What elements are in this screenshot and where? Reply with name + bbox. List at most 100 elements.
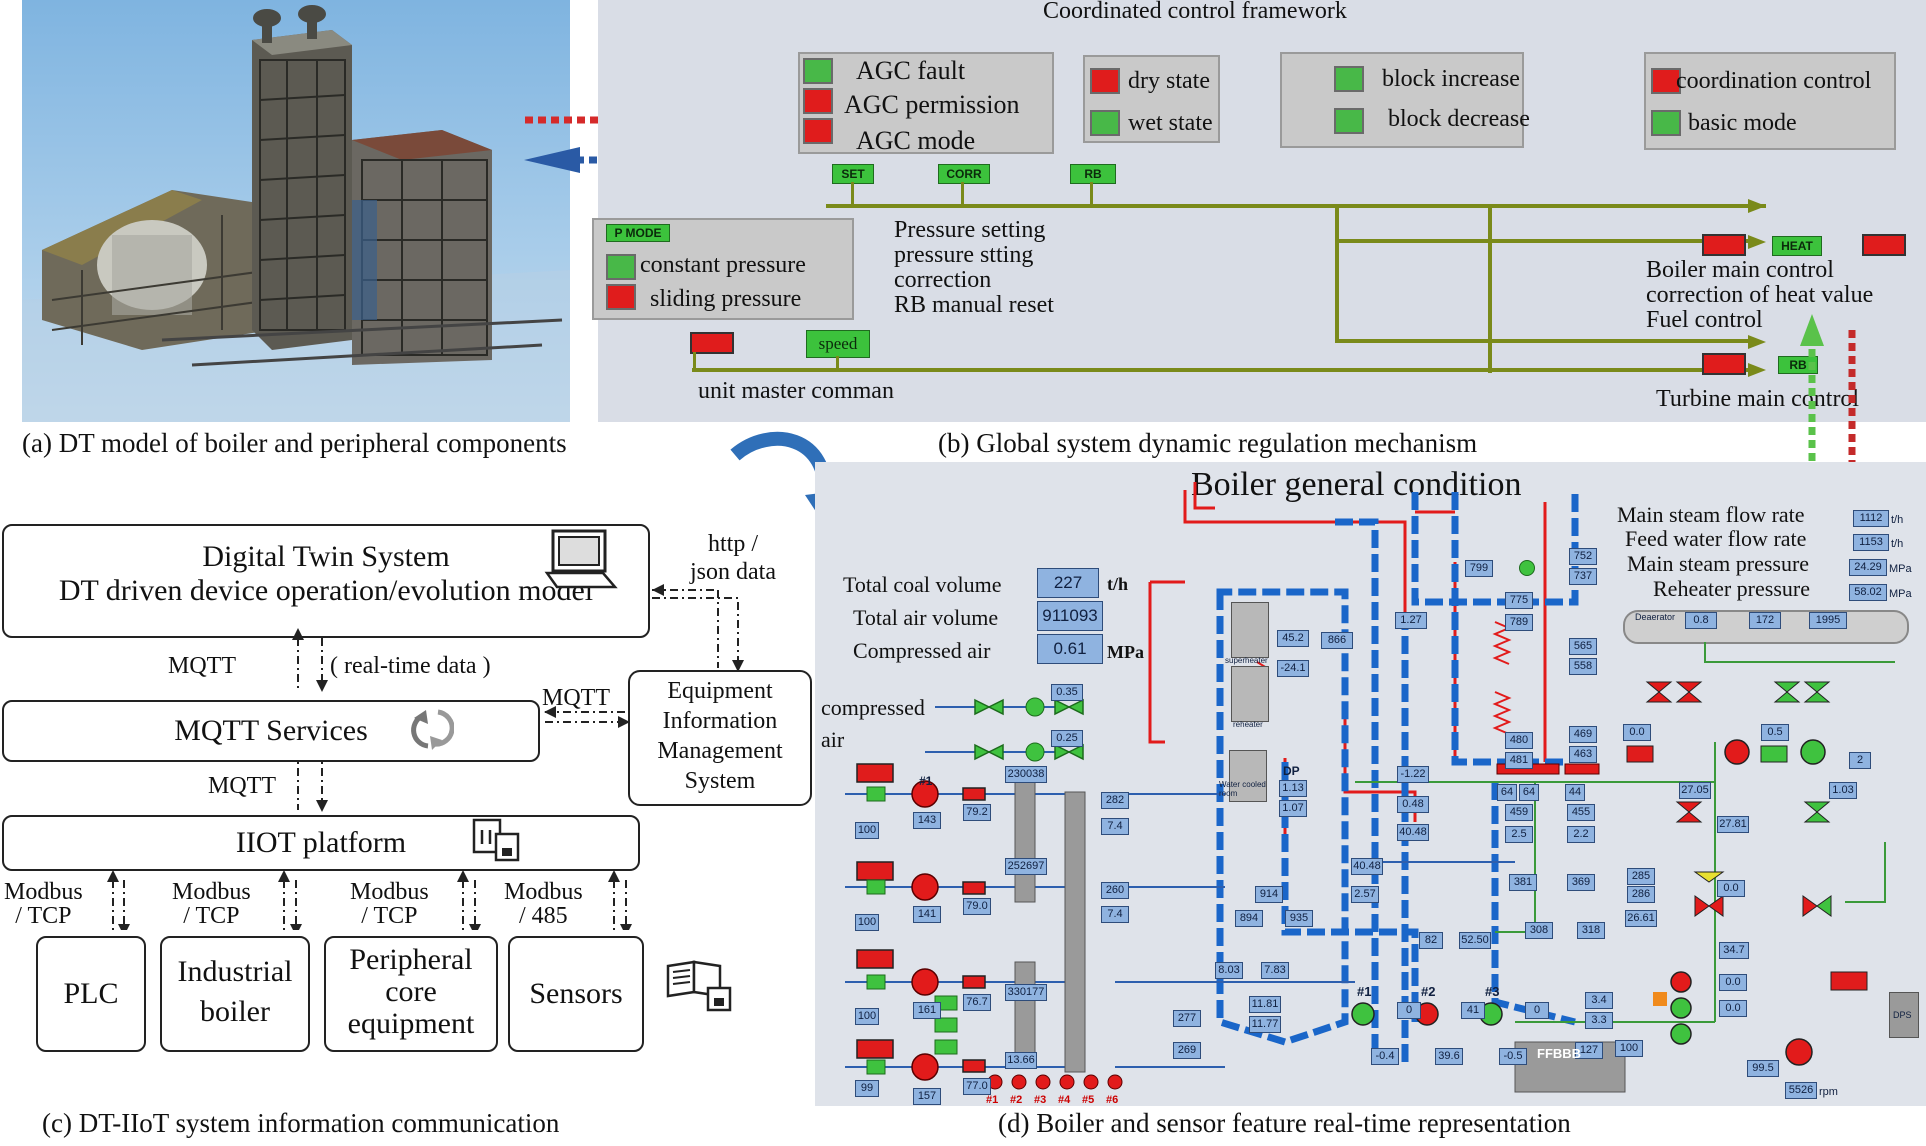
turbine-red-tag[interactable] bbox=[1702, 353, 1746, 375]
boiler-red-tag-left[interactable] bbox=[1702, 234, 1746, 256]
agc-mode-indicator[interactable] bbox=[803, 118, 833, 144]
pressure-stting-line: pressure stting bbox=[894, 242, 1034, 268]
compressed-air-value: 0.61 bbox=[1037, 634, 1103, 664]
dp-value-2: 1.07 bbox=[1279, 800, 1307, 817]
sensor-286: 286 bbox=[1627, 886, 1655, 903]
constant-pressure-indicator[interactable] bbox=[606, 254, 636, 280]
feedpump-c-value: 0.5 bbox=[1761, 724, 1789, 741]
sensor-7-4-a: 7.4 bbox=[1101, 818, 1129, 835]
caption-a: (a) DT model of boiler and peripheral co… bbox=[22, 428, 567, 458]
deaerator-level: 1995 bbox=[1809, 612, 1847, 629]
dry-state-indicator[interactable] bbox=[1090, 68, 1120, 94]
panel-c-connectors bbox=[107, 584, 744, 930]
unit-master-red-tag[interactable] bbox=[690, 332, 734, 354]
boiler-control-text: Boiler main control correction of heat v… bbox=[1646, 258, 1873, 333]
block-decrease-label: block decrease bbox=[1388, 106, 1530, 132]
protocol-plc-line-2: / TCP bbox=[15, 903, 72, 929]
sensor-40-48-b: 40.48 bbox=[1351, 858, 1383, 875]
computer-icon bbox=[544, 529, 618, 589]
mill-2-opening: 79.0 bbox=[963, 898, 991, 915]
mill-4-opening: 77.0 bbox=[963, 1078, 991, 1095]
fan-speed-unit: rpm bbox=[1819, 1086, 1838, 1098]
caption-b: (b) Global system dynamic regulation mec… bbox=[938, 428, 1478, 458]
caption-c: (c) DT-IIoT system information communica… bbox=[42, 1108, 560, 1138]
burner-3-label: #3 bbox=[1034, 1094, 1047, 1106]
set-stub bbox=[851, 182, 854, 204]
constant-pressure-label: constant pressure bbox=[640, 252, 806, 278]
sync-icon bbox=[411, 709, 454, 750]
basic-mode-indicator[interactable] bbox=[1651, 110, 1681, 136]
rb-stub bbox=[1090, 182, 1093, 204]
sensor-230038: 230038 bbox=[1005, 766, 1047, 783]
sensor-2-2: 2.2 bbox=[1567, 826, 1595, 843]
sensor-455: 455 bbox=[1567, 804, 1595, 821]
sensor-285: 285 bbox=[1627, 868, 1655, 885]
signal-line-boiler bbox=[1335, 239, 1755, 243]
feed-water-flow-label: Feed water flow rate bbox=[1625, 526, 1807, 551]
coordination-control-label: coordination control bbox=[1676, 68, 1872, 94]
furnace-pressure: 1.27 bbox=[1395, 612, 1427, 629]
sensor-2-57: 2.57 bbox=[1351, 886, 1379, 903]
deaerator-temp: 172 bbox=[1749, 612, 1781, 629]
total-coal-value: 227 bbox=[1037, 568, 1099, 598]
compressed-air-text: compressed air bbox=[821, 692, 925, 756]
rb-manual-reset-line: RB manual reset bbox=[894, 292, 1054, 318]
sensor-894: 894 bbox=[1235, 910, 1263, 927]
sensor-11-81: 11.81 bbox=[1249, 996, 1281, 1013]
superheater-block bbox=[1231, 602, 1269, 658]
sensor-914: 914 bbox=[1255, 886, 1283, 903]
deaerator-label: Deaerator bbox=[1635, 612, 1676, 622]
digital-twin-system-box: Digital Twin System DT driven device ope… bbox=[2, 524, 650, 638]
realtime-data-label: ( real-time data ) bbox=[330, 653, 491, 679]
reheater-pressure-label: Reheater pressure bbox=[1653, 576, 1810, 601]
mill-3-opening: 76.7 bbox=[963, 994, 991, 1011]
pmode-tag: P MODE bbox=[606, 224, 670, 242]
rb-tag: RB bbox=[1070, 164, 1116, 184]
sensor-64-b: 64 bbox=[1519, 784, 1539, 801]
correction-heat-line: correction of heat value bbox=[1646, 282, 1874, 308]
sensor-463: 463 bbox=[1569, 746, 1597, 763]
mqtt-services-box: MQTT Services bbox=[2, 700, 540, 762]
mill-3-current: 161 bbox=[913, 1002, 941, 1019]
pump-1-label: #1 bbox=[1357, 984, 1372, 999]
sensor-282: 282 bbox=[1101, 792, 1129, 809]
valve-opening-0: 0.0 bbox=[1717, 880, 1745, 897]
sliding-pressure-indicator[interactable] bbox=[606, 284, 636, 310]
feedpump-c-flow: 1.03 bbox=[1829, 782, 1857, 799]
eims-line-3: Management bbox=[657, 738, 783, 764]
agc-permission-label: AGC permission bbox=[844, 90, 1020, 119]
wet-state-indicator[interactable] bbox=[1090, 110, 1120, 136]
protocol-boiler-line-1: Modbus bbox=[172, 879, 251, 905]
basic-mode-label: basic mode bbox=[1688, 110, 1797, 136]
reheater-pressure-unit: MPa bbox=[1889, 588, 1912, 600]
agc-fault-indicator[interactable] bbox=[803, 58, 833, 84]
pump-2-label: #2 bbox=[1421, 984, 1436, 999]
pump-1-flow: -0.4 bbox=[1371, 1048, 1399, 1065]
protocol-plc-line-1: Modbus bbox=[4, 879, 83, 905]
mill-1-current: 143 bbox=[913, 812, 941, 829]
sensors-label: Sensors bbox=[529, 977, 623, 1010]
sensor-277: 277 bbox=[1173, 1010, 1201, 1027]
arrow-head-icon bbox=[1748, 199, 1766, 213]
burner-2-label: #2 bbox=[1010, 1094, 1023, 1106]
pump-2-flow: 39.6 bbox=[1435, 1048, 1463, 1065]
plc-box: PLC bbox=[36, 936, 146, 1052]
feedpump-a-value: 0.0 bbox=[1623, 724, 1651, 741]
water-cooled-room-block bbox=[1229, 750, 1267, 802]
water-cooled-label: Water cooled room bbox=[1219, 780, 1266, 798]
compressed-line: compressed bbox=[821, 695, 925, 720]
protocol-sensors: Modbus/ 485 bbox=[504, 880, 583, 928]
protocol-peripheral: Modbus/ TCP bbox=[350, 880, 429, 928]
block-increase-indicator[interactable] bbox=[1334, 66, 1364, 92]
sensor-481: 481 bbox=[1505, 752, 1533, 769]
block-decrease-indicator[interactable] bbox=[1334, 108, 1364, 134]
agc-permission-indicator[interactable] bbox=[803, 88, 833, 114]
coordination-control-indicator[interactable] bbox=[1651, 68, 1681, 94]
sensor-318: 318 bbox=[1577, 922, 1605, 939]
main-steam-pressure-value: 24.29 bbox=[1849, 559, 1887, 576]
wet-state-label: wet state bbox=[1128, 110, 1213, 136]
boiler-red-tag-right[interactable] bbox=[1862, 234, 1906, 256]
fan-current-b: 0.0 bbox=[1719, 1000, 1747, 1017]
coordination-group bbox=[1644, 52, 1896, 150]
burner-6-label: #6 bbox=[1106, 1094, 1119, 1106]
